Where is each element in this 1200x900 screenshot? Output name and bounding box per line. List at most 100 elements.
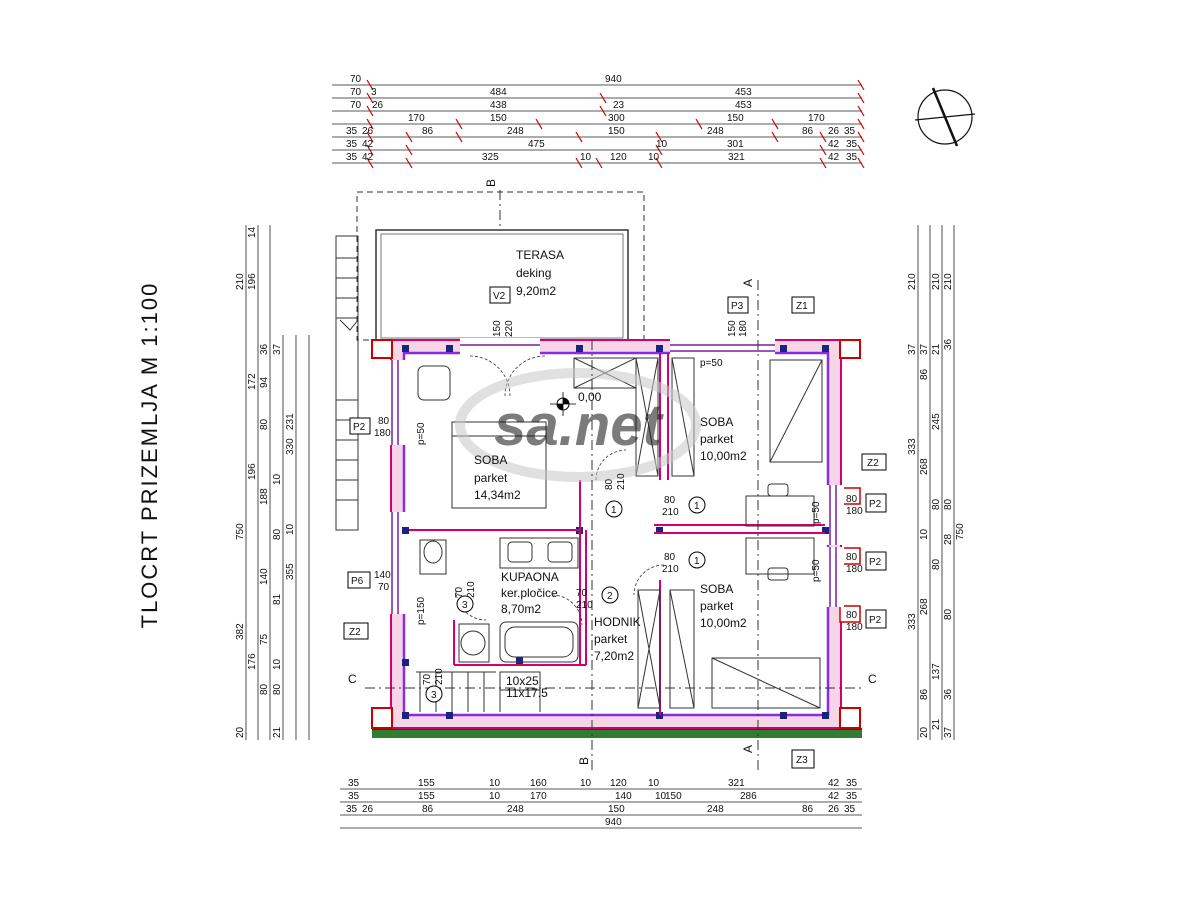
tag-p2-r1: P2: [869, 499, 882, 510]
soba3-floor: parket: [700, 599, 734, 613]
dim-text: 150: [608, 126, 625, 137]
dim-text: 37: [943, 726, 954, 738]
dim-text: 42: [828, 791, 840, 802]
dim-text: 10: [580, 152, 592, 163]
dim-text: 86: [422, 126, 434, 137]
p2-r2-width: 80: [846, 552, 858, 563]
dim-text: 26: [372, 100, 384, 111]
dim-text: 248: [507, 126, 524, 137]
dim-text: 10: [272, 658, 283, 670]
parapet-150: p=150: [416, 596, 427, 625]
dim-text: 940: [605, 74, 622, 85]
soba2-floor: parket: [700, 432, 734, 446]
dim-text: 333: [907, 613, 918, 630]
dim-text: 10: [489, 778, 501, 789]
dim-text: 188: [259, 488, 270, 505]
tag-z2-right: Z2: [867, 458, 879, 469]
dim-text: 10: [580, 778, 592, 789]
dim-text: 453: [735, 87, 752, 98]
dim-text: 248: [507, 804, 524, 815]
dim-text: 268: [919, 458, 930, 475]
p2-left-height: 180: [374, 428, 391, 439]
door-num: 2: [607, 591, 613, 602]
right-dimension-text: 210 333 333 750 37 37 86 268 10 268 86 2…: [907, 273, 966, 738]
dim-text: 150: [490, 113, 507, 124]
dim-text: 26: [828, 804, 840, 815]
dim-text: 20: [919, 726, 930, 738]
hodnik-area: 7,20m2: [594, 649, 634, 663]
dim-text: 140: [259, 568, 270, 585]
section-a-bottom: A: [741, 745, 755, 753]
door1b-width: 80: [664, 552, 676, 563]
dim-text: 21: [931, 718, 942, 730]
dim-text: 150: [727, 113, 744, 124]
dim-text: 170: [408, 113, 425, 124]
dim-text: 10: [648, 152, 660, 163]
dim-text: 137: [931, 663, 942, 680]
p2-r2-height: 180: [846, 564, 863, 575]
soba2-name: SOBA: [700, 415, 733, 429]
section-b-bottom: B: [577, 757, 591, 765]
dim-text: 10: [655, 791, 667, 802]
door-num: 3: [431, 690, 437, 701]
dim-text: 35: [846, 152, 858, 163]
dim-text: 80: [259, 418, 270, 430]
soba2-area: 10,00m2: [700, 449, 747, 463]
dim-text: 35: [346, 139, 358, 150]
door3a-width: 70: [454, 586, 465, 598]
dim-text: 80: [943, 498, 954, 510]
dim-text: 21: [272, 726, 283, 738]
section-lines: [365, 190, 865, 770]
opening-size-labels: 150 220 150 180 80 180 p=50 80 180 80 18…: [374, 320, 863, 685]
top-dimension-lines: [332, 79, 865, 169]
door1a-height: 210: [662, 507, 679, 518]
dim-text: 86: [802, 126, 814, 137]
dim-text: 120: [610, 152, 627, 163]
door-num: 1: [694, 556, 700, 567]
dim-text: 35: [846, 791, 858, 802]
section-b-top: B: [484, 179, 498, 187]
dim-text: 231: [285, 413, 296, 430]
soba1-area: 14,34m2: [474, 488, 521, 502]
level-marker-icon: [550, 392, 576, 416]
watermark: sa.net: [455, 368, 701, 482]
watermark-text: sa.net: [494, 393, 664, 458]
dim-text: 80: [931, 498, 942, 510]
dim-text: 35: [844, 126, 856, 137]
dim-text: 10: [285, 523, 296, 535]
dim-text: 36: [943, 688, 954, 700]
dim-text: 140: [615, 791, 632, 802]
door-num: 1: [694, 501, 700, 512]
dim-text: 21: [931, 343, 942, 355]
dim-text: 10: [489, 791, 501, 802]
dim-text: 35: [846, 139, 858, 150]
dim-text: 42: [828, 778, 840, 789]
parapet-r2: p=50: [811, 559, 822, 582]
dim-text: 176: [247, 653, 258, 670]
dim-text: 333: [907, 438, 918, 455]
dim-text: 325: [482, 152, 499, 163]
p2-left-width: 80: [378, 416, 390, 427]
tag-z2-left: Z2: [349, 627, 361, 638]
dim-text: 26: [362, 804, 374, 815]
right-dimension-lines: [917, 225, 955, 740]
dim-text: 160: [530, 778, 547, 789]
dim-text: 80: [943, 608, 954, 620]
dim-text: 210: [235, 273, 246, 290]
dim-text: 453: [735, 100, 752, 111]
section-a-top: A: [741, 279, 755, 287]
dim-text: 940: [605, 817, 622, 828]
dim-text: 35: [846, 778, 858, 789]
tag-p2-r2: P2: [869, 557, 882, 568]
dim-text: 172: [247, 373, 258, 390]
p6-height: 70: [378, 582, 390, 593]
bottom-dimension-text: 35 155 10 160 10 120 10 321 42 35 35 155…: [346, 778, 858, 828]
dim-text: 245: [931, 413, 942, 430]
door3b-height: 210: [434, 668, 445, 685]
soba3-name: SOBA: [700, 582, 733, 596]
p3-height: 180: [738, 320, 749, 337]
dim-text: 300: [608, 113, 625, 124]
door-number-text: 1 1 1 2 3 3: [431, 501, 700, 701]
dim-text: 248: [707, 126, 724, 137]
section-c-left: C: [348, 672, 357, 686]
